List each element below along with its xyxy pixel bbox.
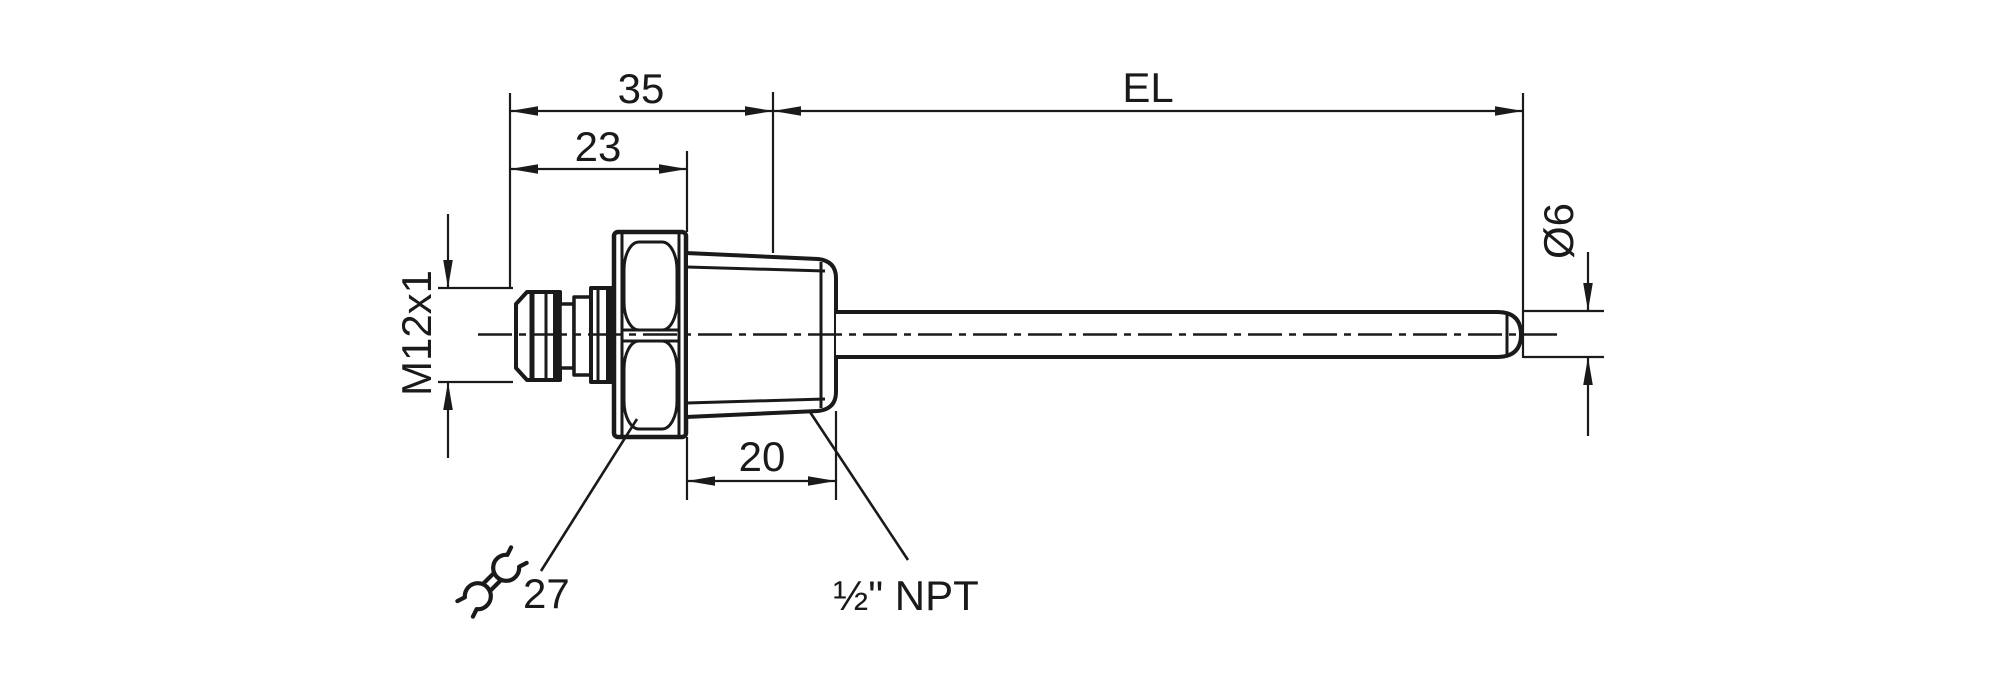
leader-npt: [808, 411, 910, 561]
npt-thread-label: ½" NPT: [833, 572, 979, 619]
dim-m12: M12x1: [393, 214, 513, 458]
connector-ring: [572, 295, 593, 377]
wrench-size-label: 27: [523, 570, 570, 617]
connector-neck: [558, 302, 576, 370]
probe-tube: [836, 310, 1523, 359]
dim-dia6: Ø6: [1523, 203, 1604, 436]
callouts: 27 ½" NPT: [455, 545, 979, 619]
dim-35-value: 35: [618, 65, 665, 112]
dim-35: 35: [510, 65, 773, 116]
dim-23-value: 23: [575, 123, 622, 170]
hex-facet-bottom: [622, 339, 679, 431]
m12-thread-tip: [514, 290, 562, 382]
dim-20: 20: [687, 433, 836, 486]
hex-facet-top: [622, 240, 679, 332]
dim-20-value: 20: [739, 433, 786, 480]
leader-wrench-27: [539, 418, 639, 572]
dim-el-value: EL: [1122, 64, 1173, 111]
dim-m12-value: M12x1: [393, 270, 440, 396]
dim-el: EL: [773, 64, 1523, 116]
dimensions: 35 23 EL 20 M12x1: [393, 64, 1604, 572]
dim-23: 23: [510, 123, 687, 174]
dim-dia6-value: Ø6: [1535, 203, 1582, 259]
sensor-body: [514, 229, 1523, 440]
wrench-icon: [455, 545, 529, 619]
